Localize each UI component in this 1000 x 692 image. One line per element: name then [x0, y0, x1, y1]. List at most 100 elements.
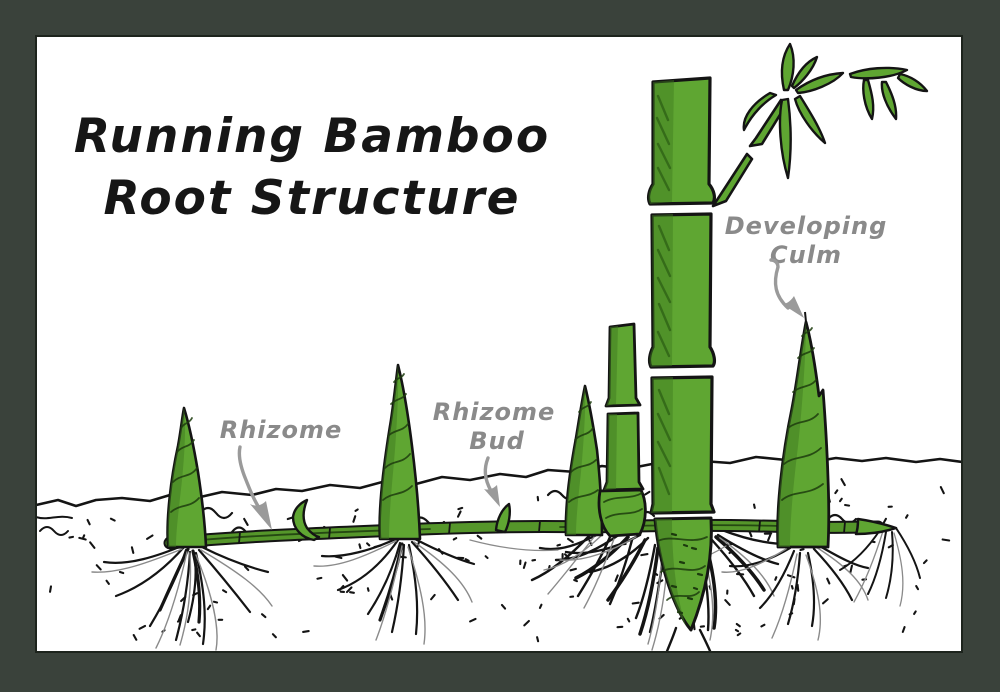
soil-dot — [573, 578, 579, 583]
soil-dot — [735, 622, 741, 628]
soil-dot — [191, 628, 197, 632]
soil-dot — [484, 555, 489, 560]
soil-dot — [631, 601, 640, 605]
culm-shading — [648, 80, 674, 513]
soil-dot — [196, 631, 201, 638]
soil-dot — [796, 583, 800, 592]
soil-dot — [206, 604, 212, 611]
soil-dot — [644, 490, 651, 496]
soil-dot — [130, 546, 135, 554]
developing-culm-label-line2: Culm — [770, 241, 842, 269]
soil-dot — [799, 548, 805, 552]
soil-dot — [95, 564, 102, 571]
soil-dot — [352, 515, 357, 523]
soil-dot — [177, 614, 182, 622]
soil-dot — [260, 613, 267, 619]
rhizome-arrow-icon — [237, 445, 260, 508]
soil-dot — [469, 617, 477, 623]
soil-dot — [430, 593, 436, 601]
soil-dot — [86, 518, 91, 526]
soil-dot — [109, 517, 116, 522]
soil-dot — [538, 603, 543, 609]
soil-dot — [118, 570, 125, 575]
soil-dot — [941, 538, 951, 542]
rhizome-bud-arrow-icon — [483, 456, 493, 493]
title-line1: Running Bamboo — [74, 109, 550, 164]
soil-dot — [349, 591, 355, 594]
soil-dot — [834, 489, 839, 495]
roots — [91, 527, 921, 651]
soil-dot — [222, 589, 228, 594]
soil-dot — [138, 624, 147, 630]
soil-dot — [536, 636, 540, 643]
soil-dot — [840, 478, 846, 487]
soil-dot — [913, 610, 917, 616]
soil-dot — [767, 533, 772, 542]
soil-dot — [915, 584, 920, 591]
soil-dot — [316, 576, 323, 580]
soil-dot — [774, 576, 778, 581]
soil-dot — [212, 600, 219, 604]
soil-dot — [566, 537, 574, 544]
rhizome-bud — [494, 502, 511, 534]
main-culm — [646, 42, 929, 515]
soil-dot — [882, 517, 888, 525]
soil-dot — [822, 598, 829, 605]
soil-dot — [457, 506, 464, 511]
soil-dot — [341, 573, 349, 582]
soil-dot — [626, 617, 631, 623]
rhizome-bud-arrowhead-icon — [484, 485, 500, 507]
soil-dot — [790, 585, 794, 590]
soil-dot — [922, 559, 928, 565]
soil-dot — [786, 574, 796, 579]
soil-dot — [345, 586, 353, 594]
soil-dot — [358, 543, 362, 550]
soil-dot — [146, 534, 154, 540]
soil-dot — [939, 485, 945, 495]
soil-dot — [523, 619, 530, 627]
bamboo-shoot-3 — [564, 384, 604, 537]
soil-dot — [849, 564, 853, 574]
young-culm — [597, 322, 647, 538]
soil-dot — [748, 530, 753, 538]
soil-dot — [81, 534, 86, 540]
soil-dot — [901, 626, 906, 633]
soil-dot — [614, 574, 619, 582]
soil-dot — [48, 585, 53, 593]
rhizome-label: Rhizome — [220, 416, 343, 444]
soil-dot — [826, 577, 831, 585]
soil-dot — [302, 630, 310, 633]
developing-culm-arrow-icon — [769, 258, 790, 310]
soil-dot — [132, 633, 138, 641]
soil-dot — [640, 553, 649, 557]
soil-dot — [89, 541, 96, 549]
soil-dot — [354, 508, 359, 512]
soil-dot — [243, 565, 250, 572]
soil-dot — [271, 633, 277, 639]
soil-dot — [68, 535, 75, 539]
soil-dot — [736, 632, 742, 637]
developing-culm-arrowhead-icon — [782, 296, 804, 318]
soil-dot — [500, 603, 507, 610]
soil-dot — [569, 567, 577, 572]
developing-culm-label-line1: Developing — [725, 212, 888, 240]
soil-dot — [760, 623, 766, 628]
soil-dot — [752, 503, 756, 509]
soil-dot — [904, 514, 909, 519]
soil-dot — [78, 536, 87, 541]
soil-dot — [366, 542, 371, 547]
soil-dot — [476, 534, 483, 540]
soil-dot — [844, 503, 851, 507]
bamboo-shoot-2 — [378, 363, 422, 541]
soil-dot — [105, 579, 110, 585]
soil-dot — [366, 587, 370, 592]
soil-dot — [556, 543, 561, 547]
bamboo-shoot-1 — [166, 406, 208, 549]
soil-dot — [522, 561, 527, 569]
soil-dot — [243, 517, 249, 526]
annotations: Rhizome Rhizome Bud Developing Culm — [220, 212, 888, 530]
soil-dot — [838, 497, 843, 503]
soil-dot — [734, 628, 740, 633]
